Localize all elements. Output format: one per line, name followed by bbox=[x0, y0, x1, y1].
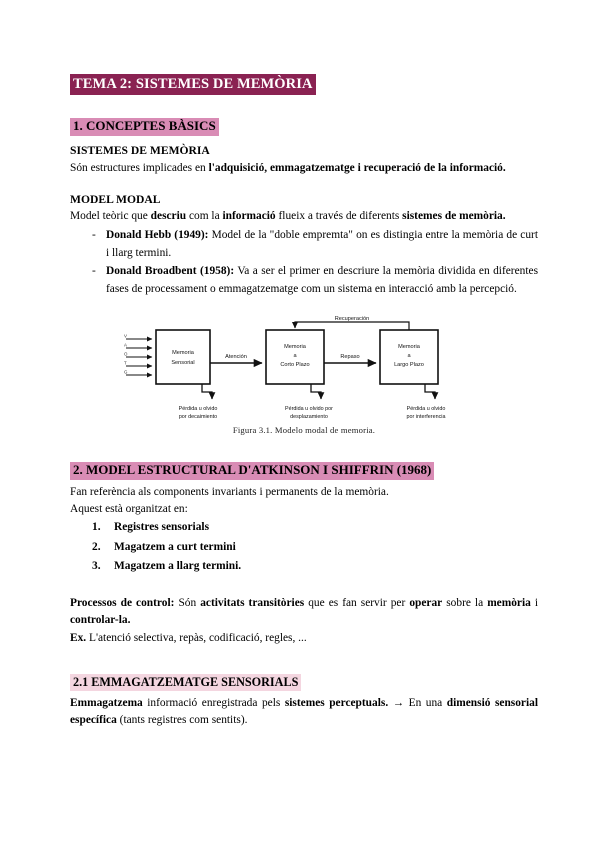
list-item: Donald Hebb (1949): Model de la "doble e… bbox=[92, 226, 538, 262]
arrow-loss-1 bbox=[201, 383, 216, 400]
author-name-hebb: Donald Hebb (1949): bbox=[106, 228, 209, 241]
control-bold-5: controlar-la. bbox=[70, 614, 131, 627]
control-text-2: que es fan servir per bbox=[304, 597, 410, 610]
box1-line1: Memoria bbox=[172, 350, 195, 356]
author-desc-broadbent: Va a ser el primer en descriure la memòr… bbox=[106, 264, 539, 295]
svg-text:V: V bbox=[124, 333, 127, 338]
list-item: Magatzem a curt termini bbox=[92, 538, 236, 557]
loss-label-3-line1: Pérdida u olvido bbox=[407, 406, 446, 412]
modal-text-f: sistemes de memòria. bbox=[402, 210, 506, 223]
box-memoria-sensorial bbox=[155, 328, 211, 385]
example-label: Ex. bbox=[70, 631, 87, 644]
example-text: L'atenció selectiva, repàs, codificació,… bbox=[86, 631, 307, 644]
modal-model-diagram-svg: V A O T G Memoria Sensorial Atención Mem… bbox=[124, 316, 446, 420]
box-memoria-largo-plazo bbox=[379, 328, 439, 385]
figure-caption-text: Modelo modal de memoria. bbox=[274, 424, 376, 435]
svg-text:A: A bbox=[124, 342, 127, 347]
loss-label-3-line2: por interferencia bbox=[407, 414, 446, 420]
s21-text-3: (tants registres com sentits). bbox=[116, 714, 248, 727]
paragraph-components-invariants: Fan referència als components invariants… bbox=[70, 485, 389, 498]
label-recuperacion: Recuperación bbox=[335, 316, 370, 322]
label-repaso: Repaso bbox=[340, 354, 359, 360]
author-desc-hebb: Model de la "doble empremta" on es disti… bbox=[106, 228, 538, 259]
paragraph-organitzat-en: Aquest està organitzat en: bbox=[70, 502, 188, 515]
structural-components-list: Registres sensorials Magatzem a curt ter… bbox=[70, 518, 538, 577]
arrow-loss-2 bbox=[310, 383, 325, 400]
section-heading-1: 1. CONCEPTES BÀSICS bbox=[70, 118, 219, 137]
document-title: TEMA 2: SISTEMES DE MEMÒRIA bbox=[70, 74, 316, 96]
box3-line1: Memoria bbox=[398, 344, 421, 350]
subheading-model-modal: MODEL MODAL bbox=[70, 192, 161, 206]
control-text-3: sobre la bbox=[442, 597, 488, 610]
sensory-input-labels: V A O T G bbox=[124, 333, 128, 374]
paragraph-exemple: Ex. L'atenció selectiva, repàs, codifica… bbox=[70, 630, 538, 647]
box1-line3: Sensorial bbox=[171, 360, 194, 366]
authors-dash-list: Donald Hebb (1949): Model de la "doble e… bbox=[70, 226, 538, 298]
definition-bold-text: l'adquisició, emmagatzematge i recuperac… bbox=[208, 161, 506, 174]
control-bold-2: activitats transitòries bbox=[200, 597, 305, 610]
arrow-loss-3 bbox=[424, 383, 439, 400]
control-bold-3: operar bbox=[409, 597, 443, 610]
paragraph-processos-de-control: Processos de control: Són activitats tra… bbox=[70, 595, 538, 630]
list-item: Donald Broadbent (1958): Va a ser el pri… bbox=[92, 262, 538, 298]
list-item: Magatzem a llarg termini. bbox=[92, 557, 242, 576]
loss-label-1-line1: Pérdida u olvido bbox=[179, 406, 218, 412]
figure-modal-model: V A O T G Memoria Sensorial Atención Mem… bbox=[70, 316, 538, 435]
section-heading-2: 2. MODEL ESTRUCTURAL D'ATKINSON I SHIFFR… bbox=[70, 461, 435, 480]
definition-lead-text: Són estructures implicades en bbox=[70, 161, 209, 174]
box2-line1: Memoria bbox=[284, 344, 307, 350]
modal-text-b: descriu bbox=[150, 210, 187, 223]
loss-label-1-line2: por decaimiento bbox=[179, 414, 217, 420]
figure-caption: Figura 3.1. Modelo modal de memoria. bbox=[233, 425, 375, 435]
figure-caption-number: Figura 3.1. bbox=[232, 424, 273, 435]
svg-text:T: T bbox=[124, 360, 127, 365]
paragraph-model-modal: Model teòric que descriu com la informac… bbox=[70, 208, 538, 225]
section-heading-2-1: 2.1 EMMAGATZEMATGE SENSORIALS bbox=[70, 674, 302, 692]
svg-text:O: O bbox=[124, 351, 128, 356]
list-item: Registres sensorials bbox=[92, 518, 210, 537]
modal-text-c: com la bbox=[186, 210, 223, 223]
box2-line2: a bbox=[293, 353, 297, 359]
modal-text-e: flueix a través de diferents bbox=[275, 210, 403, 223]
box-memoria-corto-plazo bbox=[265, 328, 325, 385]
svg-text:G: G bbox=[124, 369, 128, 374]
loss-label-2-line2: desplazamiento bbox=[290, 414, 328, 420]
box2-line3: Corto Plazo bbox=[280, 362, 309, 368]
s21-arrow-glyph: → bbox=[388, 697, 409, 710]
paragraph-definicio-memoria: Són estructures implicades en l'adquisic… bbox=[70, 160, 538, 177]
s21-text-2: En una bbox=[408, 697, 447, 710]
sensory-input-arrows bbox=[126, 336, 153, 378]
control-bold-1: Processos de control: bbox=[70, 597, 175, 610]
control-bold-4: memòria bbox=[487, 597, 531, 610]
author-name-broadbent: Donald Broadbent (1958): bbox=[106, 264, 235, 277]
control-text-4: i bbox=[530, 597, 539, 610]
s21-text-1: informació enregistrada pels bbox=[142, 697, 285, 710]
loss-labels-group: Pérdida u olvido por decaimiento Pérdida… bbox=[179, 406, 446, 420]
arrow-recuperacion bbox=[291, 321, 410, 330]
box3-line2: a bbox=[407, 353, 411, 359]
box3-line3: Largo Plazo bbox=[394, 362, 424, 368]
modal-text-a: Model teòric que bbox=[70, 210, 151, 223]
s21-bold-1: Emmagatzema bbox=[70, 697, 143, 710]
s21-bold-3: dimensió sensorial específica bbox=[70, 697, 538, 727]
s21-bold-2: sistemes perceptuals. bbox=[284, 697, 389, 710]
modal-text-d: informació bbox=[222, 210, 276, 223]
subheading-sistemes-de-memoria: SISTEMES DE MEMÒRIA bbox=[70, 144, 210, 158]
paragraph-emmagatzematge-sensorials: Emmagatzema informació enregistrada pels… bbox=[70, 695, 538, 730]
control-text-1: Són bbox=[174, 597, 201, 610]
loss-label-2-line1: Pérdida u olvido por bbox=[285, 406, 333, 412]
label-atencion: Atención bbox=[225, 354, 247, 360]
